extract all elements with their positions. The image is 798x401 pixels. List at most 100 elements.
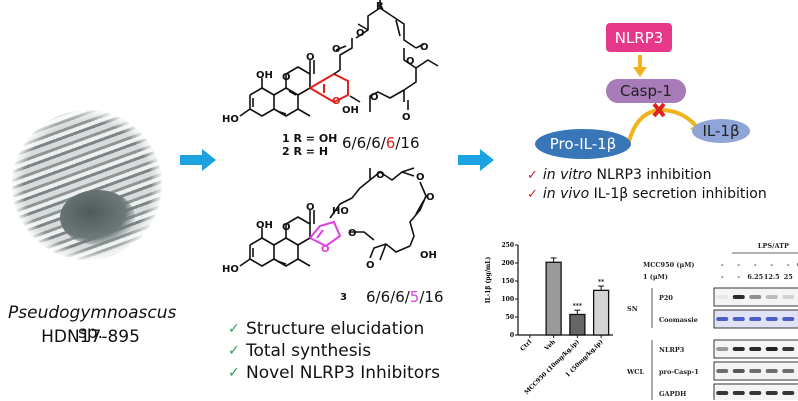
blot-band <box>716 347 729 351</box>
blot-band <box>765 347 778 351</box>
blot-band <box>749 347 762 351</box>
oh-allylic-label: OH <box>420 250 437 261</box>
r-group-label: R <box>376 1 384 12</box>
culture-colony-shadow <box>60 190 135 245</box>
lps-atp-header: LPS/ATP <box>758 242 789 250</box>
condition-value: 6.25 <box>797 261 798 269</box>
list-item: ✓Total synthesis <box>228 341 372 361</box>
blot-band <box>732 295 745 299</box>
condition-value: - <box>770 261 773 269</box>
blot-band <box>749 391 762 395</box>
compound-2-label: 2 R = H <box>282 145 329 158</box>
y-tick-label: 50 <box>506 314 514 321</box>
bar <box>592 289 610 336</box>
bioactivity-list: ✓in vitro NLRP3 inhibition ✓in vivo IL-1… <box>527 166 767 204</box>
compound-1-2-labels: 1 R = OH 2 R = H <box>282 132 337 158</box>
blot-band <box>749 295 762 299</box>
highlight-pyran-ring <box>309 72 349 104</box>
red-x-inhibition-icon <box>652 102 666 118</box>
blot-row-label: P20 <box>659 294 673 302</box>
svg-text:O: O <box>366 260 375 271</box>
x-tick-label: Ctrl <box>519 338 534 353</box>
compound-1-label: 1 R = OH <box>282 132 338 145</box>
compound-1-2-structure: R OH HO OH OOO OOO OO O <box>222 0 439 125</box>
svg-text:O: O <box>282 72 291 83</box>
blot-band <box>782 317 795 321</box>
blot-row-label: Coomassie <box>659 316 698 324</box>
strain-id: HDN17-895 <box>41 327 140 347</box>
svg-text:O: O <box>402 112 411 123</box>
blot-band <box>765 295 778 299</box>
ho-label: HO <box>222 114 239 125</box>
svg-text:O: O <box>420 42 429 53</box>
check-icon: ✓ <box>527 168 538 183</box>
y-tick-label: 0 <box>510 332 514 339</box>
ho-tertiary-label: HO <box>332 206 349 217</box>
highlight-ring-size: 6 <box>385 134 396 152</box>
blot-row-label: pro-Casp-1 <box>659 368 699 376</box>
svg-text:O: O <box>416 172 425 183</box>
list-item: ✓in vitro NLRP3 inhibition <box>527 167 712 183</box>
blot-row-label: GAPDH <box>659 390 686 398</box>
oh-hemiketal-label: OH <box>342 105 359 116</box>
blot-band <box>782 369 795 373</box>
condition-value: 6.25 <box>747 273 763 281</box>
blot-band <box>716 369 729 373</box>
check-icon: ✓ <box>228 321 240 337</box>
significance-label: ** <box>598 279 604 286</box>
svg-text:O: O <box>406 56 415 67</box>
blot-band <box>732 369 745 373</box>
check-icon: ✓ <box>527 187 538 202</box>
blot-band <box>782 347 795 351</box>
right-arrow-icon <box>458 149 494 171</box>
ring-system-6-6-6-6-16: 6/6/6/6/16 <box>342 134 420 152</box>
ho-label: HO <box>222 264 239 275</box>
condition-label: MCC950 (μM) <box>643 261 694 269</box>
condition-value: 12.5 <box>764 273 780 281</box>
il1b-node: IL-1β <box>692 119 750 143</box>
blot-band <box>765 317 778 321</box>
species-name: Pseudogymnoascus sp. <box>8 303 177 343</box>
blot-strip <box>713 287 798 307</box>
ring-system-6-6-6-5-16: 6/6/6/5/16 <box>366 288 444 306</box>
down-arrow-icon <box>633 55 647 77</box>
group-label: WCL <box>626 368 644 376</box>
blot-band <box>716 295 729 299</box>
svg-text:O: O <box>321 244 330 255</box>
list-item: ✓in vivo IL-1β secretion inhibition <box>527 186 767 202</box>
significance-label: *** <box>573 303 582 310</box>
nlrp3-node: NLRP3 <box>606 23 672 52</box>
bar <box>569 313 586 336</box>
check-icon: ✓ <box>228 343 240 359</box>
right-arrow-icon <box>180 149 216 171</box>
svg-text:O: O <box>332 44 341 55</box>
blot-band <box>732 317 745 321</box>
svg-text:O: O <box>356 28 365 39</box>
condition-value: - <box>787 261 790 269</box>
genus-italic: Pseudogymnoascus <box>8 303 177 323</box>
bars: ***** <box>545 257 610 336</box>
blot-band <box>749 317 762 321</box>
naphthalene-ring-b <box>273 87 299 117</box>
y-tick-label: 150 <box>501 278 514 285</box>
highlight-ring-size: 5 <box>409 288 420 306</box>
svg-text:O: O <box>282 222 291 233</box>
svg-text:O: O <box>306 52 315 63</box>
casp1-node: Casp-1 <box>606 79 686 103</box>
blot-band <box>765 369 778 373</box>
bar <box>545 261 562 336</box>
y-tick-label: 100 <box>501 296 514 303</box>
condition-value: - <box>754 261 757 269</box>
svg-text:O: O <box>376 170 385 181</box>
list-item: ✓Structure elucidation <box>228 319 425 339</box>
achievements-list: ✓Structure elucidation ✓Total synthesis … <box>228 318 440 384</box>
blot-band <box>732 391 745 395</box>
svg-text:O: O <box>332 96 341 107</box>
pro-il1b-node: Pro-IL-1β <box>535 129 631 159</box>
condition-value: - <box>737 261 740 269</box>
svg-text:O: O <box>426 192 435 203</box>
check-icon: ✓ <box>228 365 240 381</box>
blot-band <box>749 369 762 373</box>
